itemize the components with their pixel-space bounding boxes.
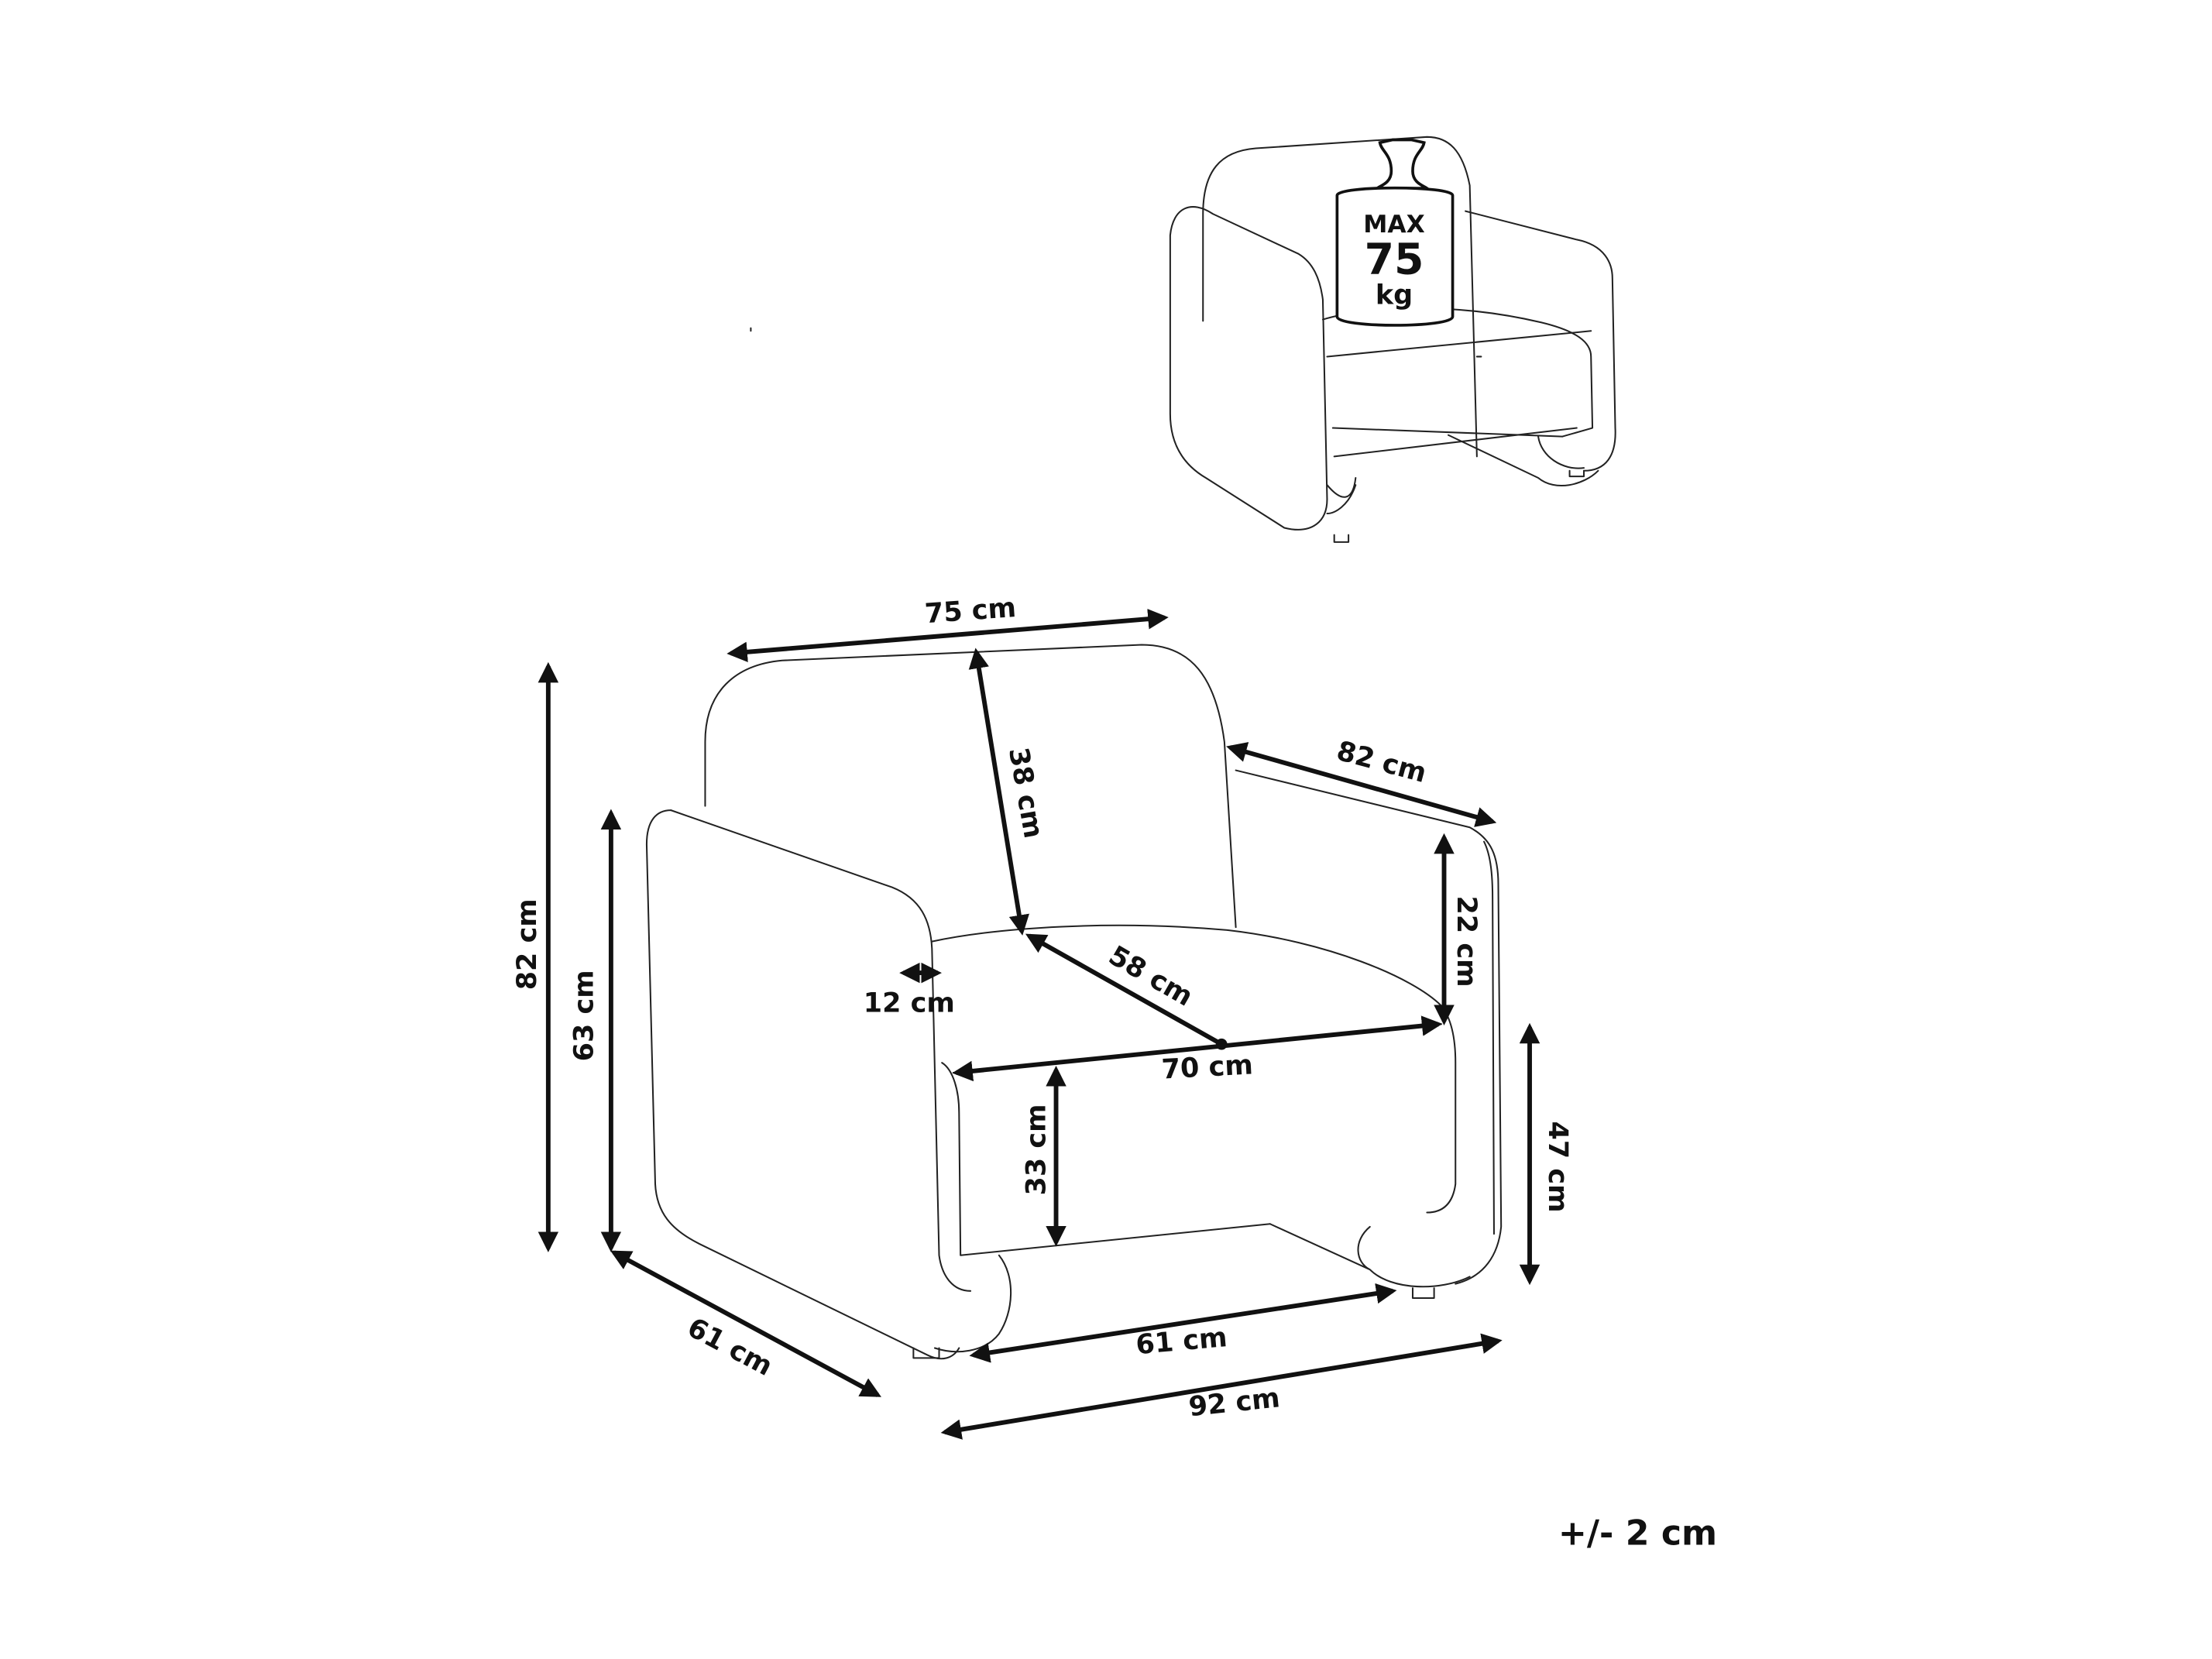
weight-icon: MAX 75 kg [1335,138,1455,327]
tolerance-note: +/- 2 cm [1558,1514,1717,1554]
label-side-depth: 61 cm [682,1312,778,1382]
label-seat-height: 33 cm [1022,1104,1053,1195]
label-arm-height: 47 cm [1542,1121,1573,1213]
weight-value: 75 [1365,235,1424,285]
label-armrest-width: 12 cm [864,988,955,1019]
arrow-depth-top [1226,742,1497,827]
arrow-back-width [726,609,1169,663]
small-chair-illustration [750,136,1616,543]
weight-max-label: MAX [1363,211,1425,239]
label-armrest-height: 22 cm [1451,896,1482,988]
label-backrest-height: 38 cm [1002,745,1049,840]
label-seat-width: 70 cm [1161,1049,1254,1085]
label-total-height: 82 cm [512,898,543,990]
dimension-arrows [538,609,1540,1440]
label-back-width: 75 cm [924,592,1018,630]
weight-unit: kg [1376,280,1413,311]
label-arm-front-height: 63 cm [569,970,600,1061]
arrow-total-width [940,1333,1503,1440]
arrow-backrest-height [968,647,1030,936]
arrow-seat-width [952,1015,1443,1082]
main-chair-illustration [645,644,1503,1360]
arrow-side-depth [610,1250,881,1397]
